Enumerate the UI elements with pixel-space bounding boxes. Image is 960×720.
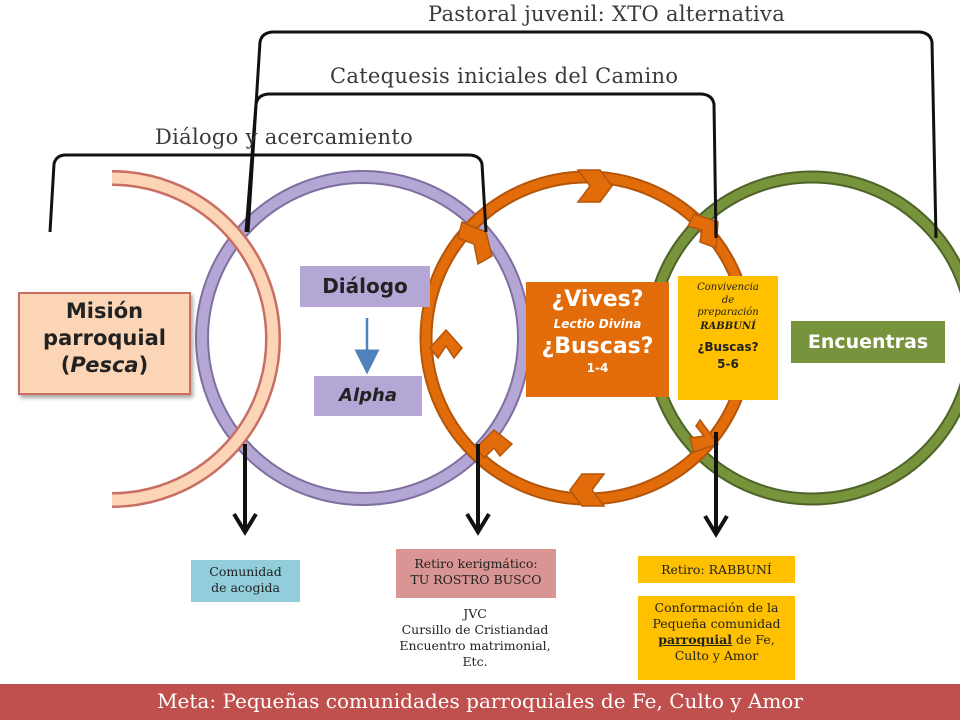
alpha-box: Alpha [314,376,422,416]
jvc-item-1: Cursillo de Cristiandad [401,622,549,637]
chevron-left-icon [429,328,463,360]
chevron-top-icon [576,169,613,203]
retiro-k-line2: TU ROSTRO BUSCO [410,572,542,587]
mision-line3: (Pesca) [20,352,189,379]
chevron-bottom-icon [569,473,606,507]
retiro-k-line1: Retiro kerigmático: [414,556,538,571]
label-catequesis: Catequesis iniciales del Camino [330,64,679,88]
conform-line2: Pequeña comunidad [652,616,781,631]
jvc-item-0: JVC [463,606,487,621]
conviv-line6: 5-6 [717,356,739,371]
jvc-item-2: Encuentro matrimonial, [399,638,551,653]
arrow-retiro-k-head-icon [465,512,491,536]
conform-line1: Conformación de la [654,600,779,615]
conviv-line5: ¿Buscas? [697,339,759,354]
mision-paren-close: ) [138,353,149,377]
circle-lavender-inner [197,172,529,504]
chevron-upper-right-icon [686,213,719,250]
arrow-comunidad-head-icon [232,512,258,536]
bracket-pastoral [246,30,938,239]
mision-parroquial-box: Misión parroquial (Pesca) [18,292,191,395]
vives-box: ¿Vives? Lectio Divina ¿Buscas? 1-4 [526,282,669,397]
retiro-kerigmatico-box: Retiro kerigmático: TU ROSTRO BUSCO [396,549,556,598]
conform-parroquial: parroquial [658,632,733,647]
mision-paren-open: ( [60,353,71,377]
conform-line3: parroquial de Fe, [638,632,795,648]
conviv-line4: RABBUNÍ [700,320,756,332]
mision-pesca: Pesca [70,353,139,377]
comunidad-line1: Comunidad [209,564,282,579]
retiro-rabbuni-box: Retiro: RABBUNÍ [638,556,795,583]
jvc-item-3: Etc. [462,654,488,669]
conform-line4: Culto y Amor [674,648,759,663]
bracket-dialogo [48,153,488,233]
chevron-lower-left-icon [474,429,514,460]
vives-line3: ¿Buscas? [541,334,654,359]
conviv-line3: preparación [697,307,759,318]
convivencia-box: Convivencia de preparación RABBUNÍ ¿Busc… [678,276,778,400]
conviv-line1: Convivencia [697,282,759,293]
mision-line1: Misión [65,299,144,323]
vives-line4: 1-4 [586,361,609,375]
label-dialogo-acercamiento: Diálogo y acercamiento [155,125,414,149]
dialogo-box: Diálogo [300,266,430,307]
jvc-list: JVC Cursillo de Cristiandad Encuentro ma… [380,606,570,670]
arc-peach-inner [111,172,279,506]
comunidad-line2: de acogida [211,580,280,595]
comunidad-acogida-box: Comunidad de acogida [191,560,300,602]
meta-banner: Meta: Pequeñas comunidades parroquiales … [0,684,960,720]
conform-line3-rest: de Fe, [732,632,775,647]
down-arrows [232,432,729,538]
conviv-line2: de [721,294,735,306]
encuentras-box: Encuentras [791,321,945,363]
arrow-retiro-r-head-icon [703,514,729,538]
vives-line1: ¿Vives? [551,287,644,312]
vives-line2: Lectio Divina [553,317,642,331]
mision-line2: parroquial [43,326,166,350]
bracket-catequesis [244,92,718,239]
conformacion-box: Conformación de la Pequeña comunidad par… [638,596,795,680]
orange-chevrons [429,169,720,507]
label-pastoral: Pastoral juvenil: XTO alternativa [428,2,786,26]
